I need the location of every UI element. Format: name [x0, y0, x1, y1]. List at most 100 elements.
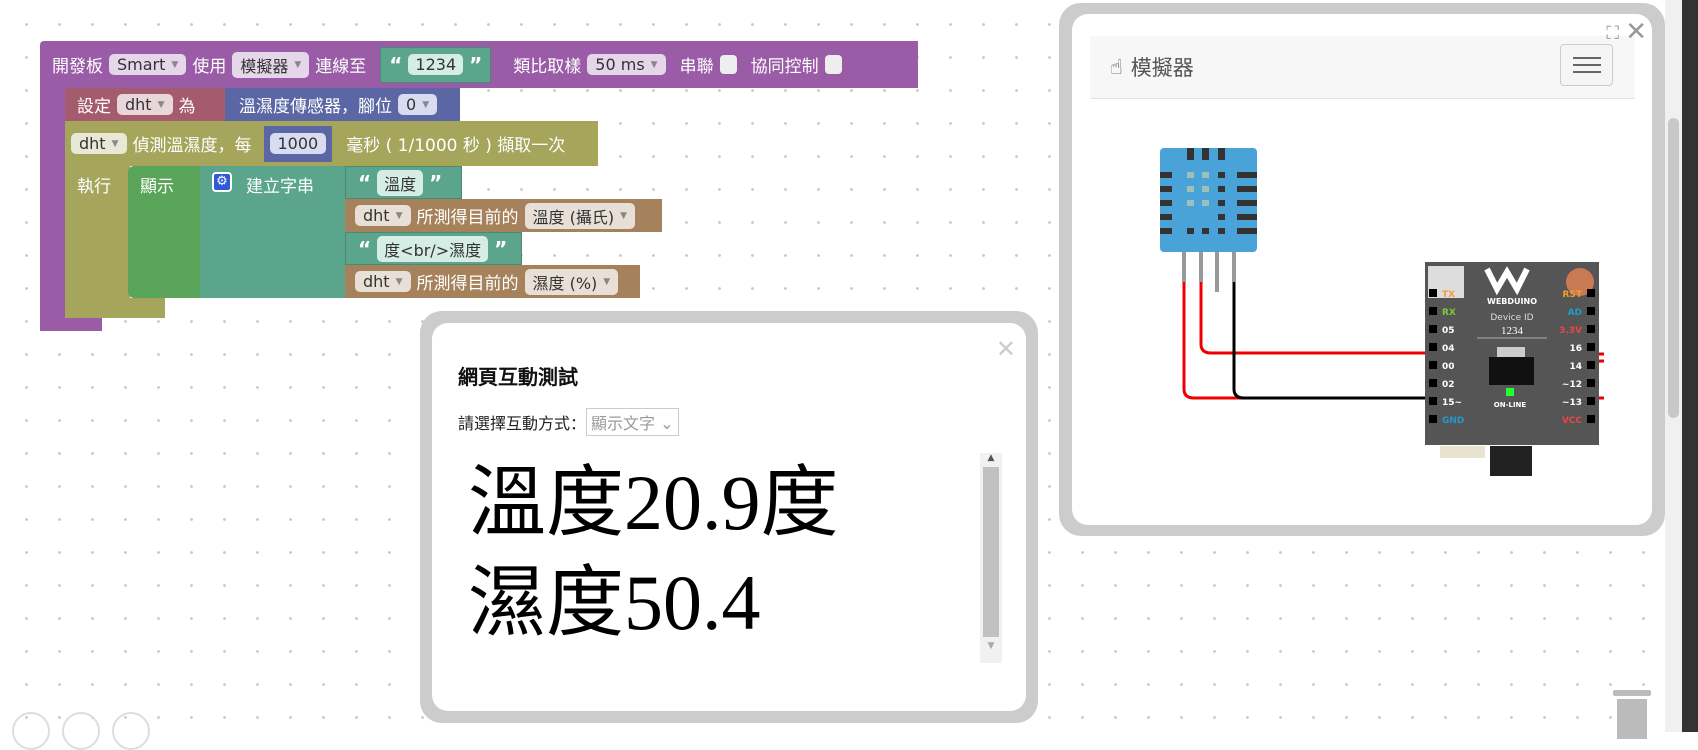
show-label: 顯示 — [140, 177, 174, 197]
web-interaction-panel[interactable]: ✕ 網頁互動測試 請選擇互動方式： 顯示文字 ⌄ 溫度20.9度 濕度50.4 … — [420, 311, 1038, 723]
device-id-input[interactable]: 1234 — [408, 54, 464, 75]
interval-number-block[interactable]: 1000 — [263, 125, 333, 162]
pin-label: GND — [1442, 416, 1464, 426]
pin-header — [1587, 289, 1595, 297]
text-value[interactable]: 溫度 — [377, 169, 424, 196]
close-icon[interactable]: ✕ — [1625, 17, 1647, 47]
pin-header — [1587, 361, 1595, 369]
dropdown-arrow-icon: ▼ — [395, 276, 403, 287]
board-block-header[interactable]: 開發板 Smart▼ 使用 模擬器▼ 連線至 “1234” 類比取樣 50 ms… — [40, 41, 918, 88]
field-dropdown[interactable]: 溫度 (攝氏)▼ — [524, 202, 635, 229]
pin-header — [1429, 379, 1437, 387]
text-value[interactable]: 度<br/>濕度 — [377, 235, 489, 262]
interval-suffix: 毫秒 ( 1/1000 秒 ) 擷取一次 — [346, 136, 566, 156]
sampling-dropdown[interactable]: 50 ms▼ — [587, 54, 666, 75]
dropdown-arrow-icon: ▼ — [111, 138, 119, 149]
pin-label: 04 — [1442, 344, 1455, 354]
workspace-scrollbar[interactable] — [1665, 0, 1682, 732]
close-icon[interactable]: ✕ — [995, 335, 1016, 363]
scrollbar-thumb[interactable] — [1668, 118, 1679, 418]
pin-header — [1587, 397, 1595, 405]
show-block[interactable]: 顯示 — [128, 166, 200, 298]
web-interaction-content: ✕ 網頁互動測試 請選擇互動方式： 顯示文字 ⌄ 溫度20.9度 濕度50.4 … — [432, 323, 1026, 711]
pin-label: AD — [1568, 308, 1582, 318]
collab-checkbox[interactable] — [824, 55, 842, 74]
pin-header — [1429, 289, 1437, 297]
board-type-dropdown[interactable]: Smart ▼ — [109, 54, 187, 75]
dht11-sensor — [1160, 148, 1257, 292]
simulator-panel[interactable]: ☝ 模擬器 WEBDUINO Device ID 1234 ON-LINE — [1059, 3, 1665, 536]
var-value: dht — [363, 272, 390, 291]
detect-block-foot — [65, 298, 165, 318]
dropdown-arrow-icon: ▼ — [157, 99, 165, 110]
circuit-diagram: WEBDUINO Device ID 1234 ON-LINE TXRX0504… — [1160, 148, 1605, 476]
field-value: 溫度 (攝氏) — [532, 207, 615, 227]
temperature-output: 溫度20.9度 — [468, 459, 839, 546]
pin-label: 3.3V — [1559, 326, 1582, 336]
pin-header — [1587, 343, 1595, 351]
pin-label: TX — [1442, 290, 1455, 300]
pin-header — [1429, 397, 1437, 405]
connect-label: 連線至 — [315, 57, 367, 77]
pin-label: 02 — [1442, 380, 1455, 390]
output-display: 溫度20.9度 濕度50.4 — [468, 453, 839, 653]
dht-variable-dropdown[interactable]: dht ▼ — [355, 271, 411, 292]
dht-humidity-block[interactable]: dht▼ 所測得目前的 濕度 (%)▼ — [345, 265, 640, 298]
device-id-label: Device ID — [1490, 313, 1533, 323]
pin-dropdown[interactable]: 0▼ — [398, 94, 438, 115]
pin-header — [1587, 307, 1595, 315]
interval-input[interactable]: 1000 — [269, 133, 327, 154]
dropdown-arrow-icon: ▼ — [171, 59, 179, 70]
mode-dropdown[interactable]: 模擬器 ▼ — [232, 51, 310, 78]
variable-value: dht — [125, 95, 152, 114]
pin-label: RST — [1562, 290, 1582, 300]
output-scrollbar[interactable]: ▲ ▼ — [980, 453, 1002, 663]
use-label: 使用 — [192, 57, 227, 77]
dht-variable-dropdown[interactable]: dht▼ — [355, 205, 411, 226]
variable-dropdown[interactable]: dht ▼ — [117, 94, 173, 115]
trash-icon[interactable] — [1613, 690, 1651, 739]
reset-zoom-button[interactable] — [62, 712, 100, 750]
set-label: 設定 — [77, 97, 111, 117]
dht-temperature-block[interactable]: dht▼ 所測得目前的 溫度 (攝氏)▼ — [345, 199, 662, 232]
pin-header — [1429, 325, 1437, 333]
simulator-content: ☝ 模擬器 WEBDUINO Device ID 1234 ON-LINE — [1072, 14, 1652, 525]
text-block-temperature[interactable]: “溫度” — [345, 166, 462, 199]
window-edge — [1682, 0, 1698, 732]
dht-detect-block[interactable]: dht▼ 偵測溫濕度，每 1000 毫秒 ( 1/1000 秒 ) 擷取一次 — [65, 121, 598, 166]
set-variable-block[interactable]: 設定 dht▼ 為 — [65, 88, 225, 121]
pin-label: RX — [1442, 308, 1456, 318]
detect-label: 偵測溫濕度，每 — [132, 136, 252, 156]
pin-label: VCC — [1562, 416, 1583, 426]
gear-icon[interactable]: ⚙ — [212, 172, 232, 192]
interaction-mode-select[interactable]: 顯示文字 ⌄ — [586, 408, 679, 436]
board-device-id: 1234 — [1501, 325, 1524, 337]
pin-header — [1429, 307, 1437, 315]
zoom-out-button[interactable] — [112, 712, 150, 750]
device-id-text-block[interactable]: “1234” — [380, 46, 492, 83]
dropdown-arrow-icon: ▼ — [422, 99, 430, 110]
scrollbar-thumb[interactable] — [983, 467, 999, 637]
select-value: 顯示文字 — [591, 414, 656, 433]
pin-header — [1429, 415, 1437, 423]
field-dropdown[interactable]: 濕度 (%)▼ — [524, 268, 619, 295]
dht-sensor-block[interactable]: 溫濕度傳感器，腳位 0▼ — [225, 88, 460, 121]
sampling-label: 類比取樣 — [513, 57, 582, 77]
humidity-output: 濕度50.4 — [468, 559, 761, 646]
board-brand-text: WEBDUINO — [1487, 297, 1537, 306]
dropdown-arrow-icon: ▼ — [650, 59, 658, 70]
board-type-value: Smart — [117, 55, 166, 74]
serial-checkbox[interactable] — [719, 55, 737, 74]
text-block-br[interactable]: “度<br/>濕度” — [345, 232, 522, 265]
pin-label: 15~ — [1442, 398, 1462, 408]
fullscreen-icon[interactable]: ⛶ — [1606, 23, 1619, 44]
zoom-in-button[interactable] — [12, 712, 50, 750]
dropdown-arrow-icon: ▼ — [294, 59, 302, 70]
dht-variable-dropdown[interactable]: dht▼ — [71, 133, 127, 154]
create-string-block[interactable]: ⚙ 建立字串 — [200, 166, 345, 298]
hamburger-menu-button[interactable] — [1560, 44, 1613, 86]
dropdown-arrow-icon: ▼ — [603, 276, 611, 287]
pin-label: 05 — [1442, 326, 1455, 336]
mode-value: 模擬器 — [240, 56, 289, 76]
var-value: dht — [363, 206, 390, 225]
